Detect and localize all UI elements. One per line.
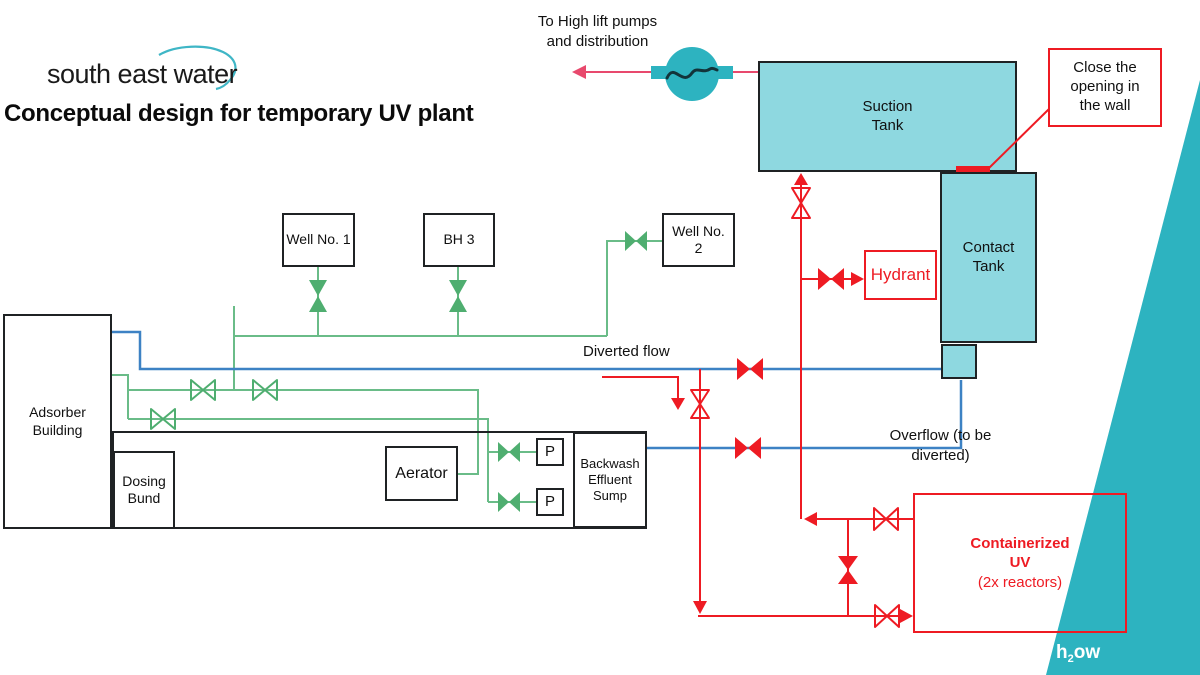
valve-diverted-flow-icon bbox=[750, 358, 763, 380]
valve-p2-icon bbox=[509, 492, 520, 512]
green-pipe-building-exit bbox=[112, 374, 129, 419]
suction-tank: Suction Tank bbox=[758, 61, 1017, 172]
callout-pointer-line bbox=[987, 108, 1050, 170]
arrow-right-hydrant bbox=[851, 272, 864, 286]
valve-overflow-icon bbox=[735, 437, 748, 459]
valve-divert-drop-icon bbox=[690, 403, 710, 419]
valve-bh3-icon bbox=[449, 296, 467, 312]
valve-divert-drop-icon bbox=[690, 389, 710, 405]
arrow-left-uv-return bbox=[804, 512, 817, 526]
arrow-down-annotation bbox=[671, 398, 685, 410]
page-title: Conceptual design for temporary UV plant bbox=[4, 100, 474, 127]
label-high-lift-pumps: To High lift pumps and distribution bbox=[537, 13, 658, 50]
green-solid-valves bbox=[309, 231, 647, 512]
valve-suction-riser-icon bbox=[791, 202, 811, 219]
arrow-up-suction-tank bbox=[794, 173, 808, 185]
adsorber-building: Adsorber Building bbox=[3, 314, 112, 529]
valve-uv-feed-icon bbox=[874, 604, 888, 628]
valve-overflow-icon bbox=[748, 437, 761, 459]
label-overflow: Overflow (to be diverted) bbox=[889, 427, 992, 464]
green-hollow-valves bbox=[150, 379, 278, 430]
uv-label-line2: UV bbox=[1009, 554, 1031, 572]
green-pipe-line2 bbox=[128, 418, 489, 502]
logo-text: south east water bbox=[47, 59, 238, 89]
uv-container-box: Containerized UV (2x reactors) bbox=[913, 493, 1127, 633]
brand-tagline: h2ow bbox=[1056, 642, 1100, 665]
valve-uv-return-icon bbox=[885, 507, 899, 531]
arrow-left-distribution bbox=[572, 65, 586, 79]
valve-line1-a-icon bbox=[190, 379, 204, 401]
contact-tank-outlet bbox=[941, 344, 977, 379]
valve-line2-icon bbox=[150, 408, 164, 430]
tagline-sub: 2 bbox=[1067, 653, 1074, 665]
valve-suction-riser-icon bbox=[791, 187, 811, 204]
red-annotation-arrow-line bbox=[602, 376, 679, 399]
valve-line1-b-icon bbox=[264, 379, 278, 401]
red-solid-valves bbox=[735, 268, 858, 584]
valve-hydrant-icon bbox=[831, 268, 844, 290]
pump-symbol bbox=[651, 47, 733, 101]
valve-diverted-flow-icon bbox=[737, 358, 750, 380]
logo-swoosh-icon bbox=[158, 45, 237, 91]
red-hollow-valves bbox=[690, 187, 900, 628]
dosing-bund: Dosing Bund bbox=[113, 451, 175, 529]
pump-tab-right bbox=[717, 66, 733, 79]
pump-tab-left bbox=[651, 66, 667, 79]
uv-label-line3: (2x reactors) bbox=[977, 573, 1063, 591]
valve-bh3-icon bbox=[449, 280, 467, 296]
valve-bypass-icon bbox=[838, 570, 858, 584]
valve-well2-icon bbox=[636, 231, 647, 251]
blue-pipe-diverted-flow bbox=[112, 330, 941, 371]
valve-bypass-icon bbox=[838, 556, 858, 570]
label-diverted-flow: Diverted flow bbox=[583, 343, 670, 360]
pump-p1-box: P bbox=[536, 438, 564, 466]
valve-uv-feed-icon bbox=[886, 604, 900, 628]
uv-container-label: Containerized UV (2x reactors) bbox=[970, 534, 1069, 593]
hydrant-box: Hydrant bbox=[864, 250, 937, 300]
valve-line1-b-icon bbox=[252, 379, 266, 401]
valve-well1-icon bbox=[309, 296, 327, 312]
aerator-box: Aerator bbox=[385, 446, 458, 501]
backwash-sump: Backwash Effluent Sump bbox=[573, 432, 647, 528]
valve-well1-icon bbox=[309, 280, 327, 296]
valve-well2-icon bbox=[625, 231, 636, 251]
tagline-ow: ow bbox=[1073, 642, 1101, 663]
valve-line1-a-icon bbox=[202, 379, 216, 401]
wall-opening-marker bbox=[956, 166, 990, 172]
valve-hydrant-icon bbox=[818, 268, 831, 290]
arrow-down-uv-feed bbox=[693, 601, 707, 614]
red-flow-arrows bbox=[671, 173, 913, 623]
pump-p2-box: P bbox=[536, 488, 564, 516]
tagline-h: h bbox=[1056, 642, 1068, 663]
well1-box: Well No. 1 bbox=[282, 213, 355, 267]
valve-uv-return-icon bbox=[873, 507, 887, 531]
well2-box: Well No. 2 bbox=[662, 213, 735, 267]
close-wall-callout: Close the opening in the wall bbox=[1048, 48, 1162, 127]
valve-p1-icon bbox=[498, 442, 509, 462]
contact-tank: Contact Tank bbox=[940, 172, 1037, 343]
valve-p2-icon bbox=[498, 492, 509, 512]
brand-triangle bbox=[1046, 80, 1200, 675]
arrow-right-uv-inlet bbox=[900, 609, 913, 623]
pump-wave-icon bbox=[665, 66, 719, 80]
valve-p1-icon bbox=[509, 442, 520, 462]
uv-label-line1: Containerized bbox=[970, 534, 1070, 552]
valve-line2-icon bbox=[162, 408, 176, 430]
bh3-box: BH 3 bbox=[423, 213, 495, 267]
